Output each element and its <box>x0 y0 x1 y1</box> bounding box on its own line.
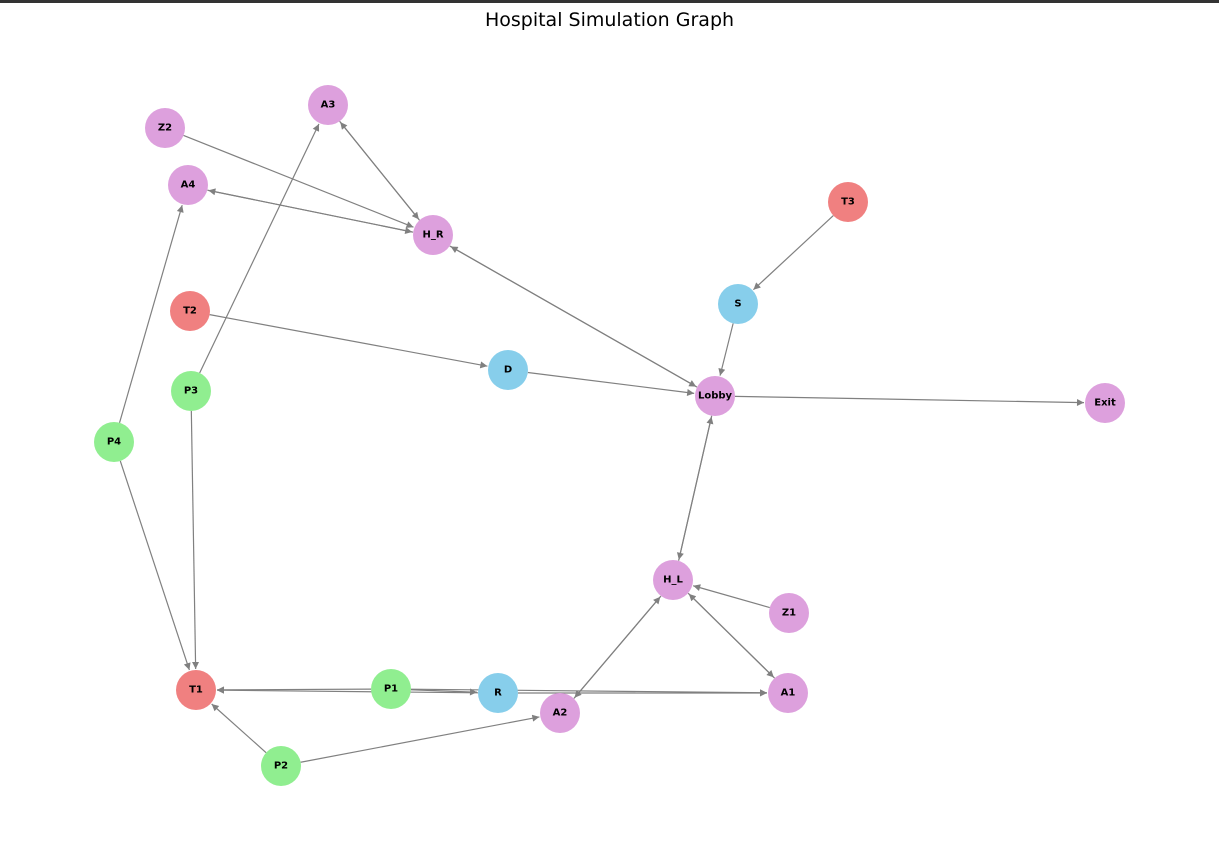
edge-layer <box>118 120 1085 763</box>
edge-t3-to-s <box>752 215 834 291</box>
node-t3[interactable]: T3 <box>828 182 868 222</box>
node-a4[interactable]: A4 <box>168 165 208 205</box>
node-circle-t2 <box>170 291 210 331</box>
node-circle-z1 <box>769 593 809 633</box>
edge-p1-to-t1 <box>216 686 372 694</box>
node-a2[interactable]: A2 <box>540 693 580 733</box>
node-label-t2: T2 <box>183 306 197 317</box>
node-circle-p1 <box>371 669 411 709</box>
node-label-z2: Z2 <box>158 123 172 134</box>
node-label-a4: A4 <box>181 180 196 191</box>
node-circle-t1 <box>176 670 216 710</box>
node-circle-h-l <box>653 560 693 600</box>
node-label-h-r: H_R <box>422 230 443 241</box>
node-lobby[interactable]: Lobby <box>695 376 735 416</box>
node-t1[interactable]: T1 <box>176 670 216 710</box>
edge-a4-to-h-r <box>207 189 413 235</box>
node-circle-h-r <box>413 215 453 255</box>
node-exit[interactable]: Exit <box>1085 383 1125 423</box>
node-circle-a1 <box>768 673 808 713</box>
edge-p2-to-a2 <box>300 714 540 763</box>
node-circle-r <box>478 673 518 713</box>
edge-a3-to-h-r <box>339 120 420 220</box>
node-p1[interactable]: P1 <box>371 669 411 709</box>
node-label-p1: P1 <box>384 684 398 695</box>
edge-p4-to-a4 <box>118 205 184 423</box>
node-label-a1: A1 <box>781 688 796 699</box>
node-d[interactable]: D <box>488 350 528 390</box>
node-label-p2: P2 <box>274 761 288 772</box>
node-circle-d <box>488 350 528 390</box>
node-label-z1: Z1 <box>782 608 796 619</box>
node-circle-s <box>718 284 758 324</box>
node-r[interactable]: R <box>478 673 518 713</box>
node-label-p4: P4 <box>107 437 121 448</box>
node-label-p3: P3 <box>184 386 198 397</box>
node-label-d: D <box>504 365 512 376</box>
node-circle-a3 <box>308 85 348 125</box>
node-p4[interactable]: P4 <box>94 422 134 462</box>
node-circle-exit <box>1085 383 1125 423</box>
edge-t2-to-d <box>209 314 488 369</box>
edge-p4-to-t1 <box>119 460 191 671</box>
edge-p2-to-t1 <box>211 703 267 754</box>
node-label-a3: A3 <box>321 100 336 111</box>
node-circle-p4 <box>94 422 134 462</box>
edge-lobby-to-exit <box>734 395 1085 406</box>
edge-r-to-t1 <box>216 686 479 694</box>
edge-z1-to-h-l <box>693 584 770 609</box>
edge-p1-to-r <box>410 688 478 696</box>
node-circle-p3 <box>171 371 211 411</box>
edge-a1-to-h-l <box>688 593 776 679</box>
edge-p1-to-a1 <box>410 688 768 697</box>
node-circle-a4 <box>168 165 208 205</box>
node-label-lobby: Lobby <box>698 391 733 402</box>
edge-h-r-to-lobby <box>449 245 697 388</box>
node-label-r: R <box>494 688 502 699</box>
node-p3[interactable]: P3 <box>171 371 211 411</box>
node-t2[interactable]: T2 <box>170 291 210 331</box>
node-h-r[interactable]: H_R <box>413 215 453 255</box>
node-circle-t3 <box>828 182 868 222</box>
node-h-l[interactable]: H_L <box>653 560 693 600</box>
node-label-s: S <box>734 299 741 310</box>
node-a3[interactable]: A3 <box>308 85 348 125</box>
graph-title: Hospital Simulation Graph <box>484 9 735 31</box>
node-circle-z2 <box>145 108 185 148</box>
edge-z2-to-h-r <box>183 134 414 228</box>
node-label-t1: T1 <box>189 685 203 696</box>
node-label-exit: Exit <box>1094 398 1116 409</box>
node-z1[interactable]: Z1 <box>769 593 809 633</box>
node-p2[interactable]: P2 <box>261 746 301 786</box>
edge-p3-to-t1 <box>190 410 200 670</box>
edge-h-l-to-a2 <box>574 595 662 699</box>
edge-h-l-to-lobby <box>678 416 714 561</box>
node-circle-a2 <box>540 693 580 733</box>
node-label-h-l: H_L <box>663 575 683 586</box>
edge-p3-to-a3 <box>199 123 320 374</box>
node-s[interactable]: S <box>718 284 758 324</box>
node-circle-p2 <box>261 746 301 786</box>
node-a1[interactable]: A1 <box>768 673 808 713</box>
node-circle-lobby <box>695 376 735 416</box>
node-z2[interactable]: Z2 <box>145 108 185 148</box>
top-border <box>0 0 1219 3</box>
edge-s-to-lobby <box>718 323 734 376</box>
node-label-a2: A2 <box>553 708 568 719</box>
edge-d-to-lobby <box>527 371 695 396</box>
node-label-t3: T3 <box>841 197 855 208</box>
